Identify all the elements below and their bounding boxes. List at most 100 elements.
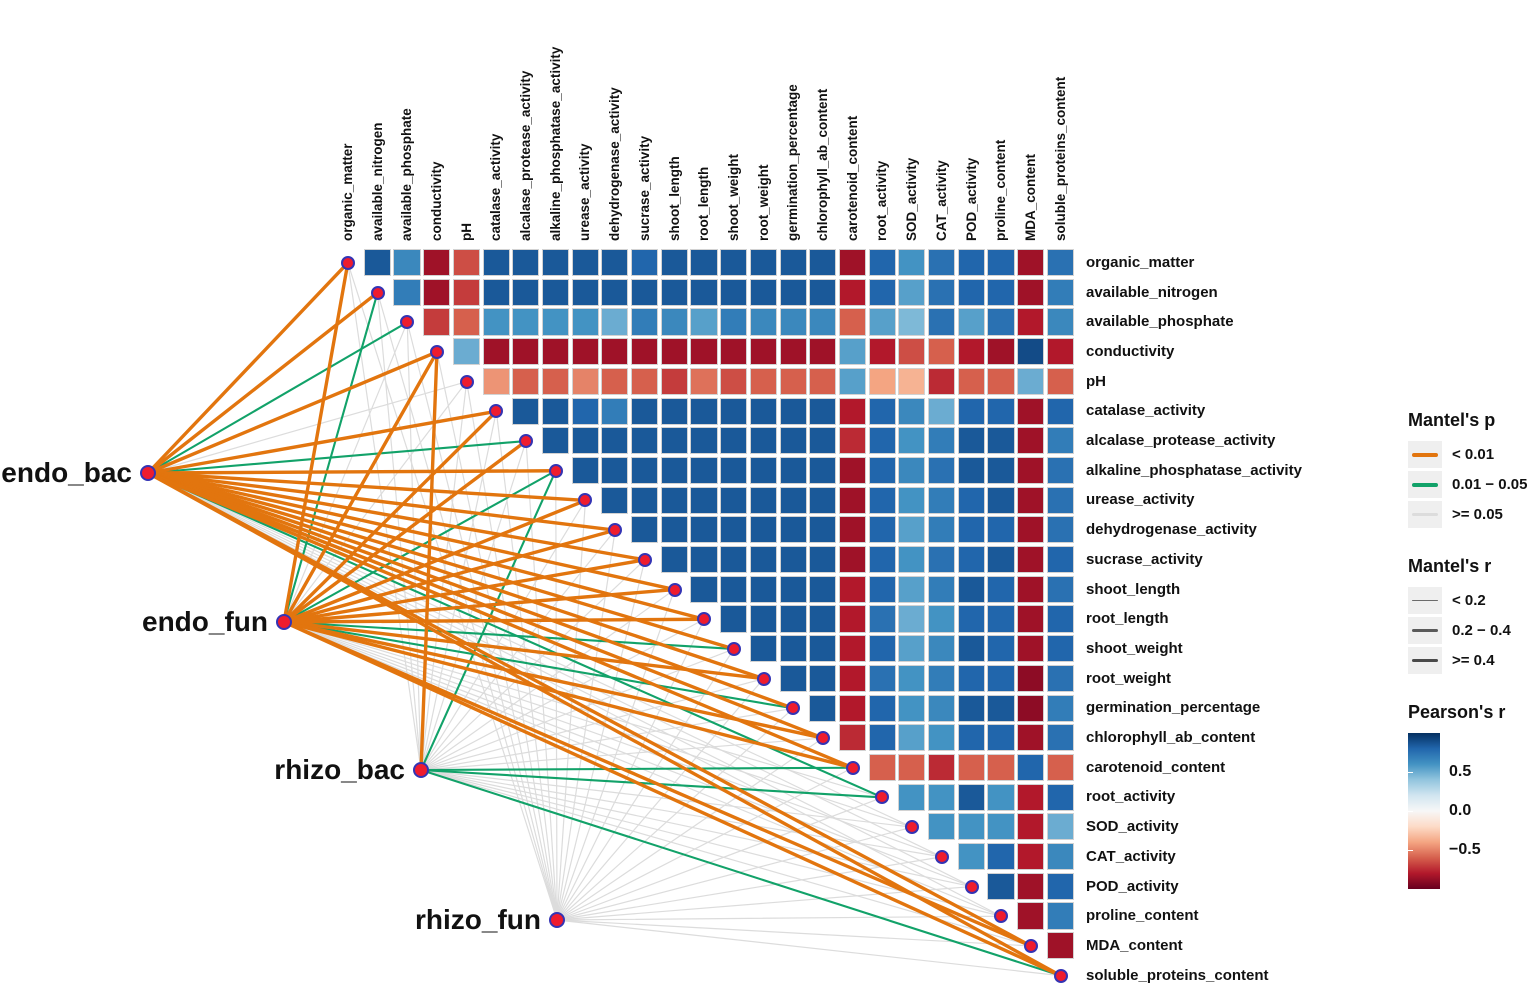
diagonal-node-dot: [1053, 968, 1068, 983]
heatmap-cell: [957, 278, 985, 306]
heatmap-cell: [779, 338, 807, 366]
legend-item-r-lt-02: < 0.2: [1408, 587, 1535, 614]
heatmap-cell: [1017, 575, 1045, 603]
column-label-text: dehydrogenase_activity: [607, 87, 623, 241]
heatmap-cell: [987, 278, 1015, 306]
heatmap-cell: [898, 427, 926, 455]
heatmap-cell: [779, 605, 807, 633]
heatmap-cell: [1046, 516, 1074, 544]
heatmap-cell: [571, 278, 599, 306]
heatmap-cell: [601, 486, 629, 514]
heatmap-cell: [1017, 278, 1045, 306]
heatmap-cell: [987, 843, 1015, 871]
heatmap-cell: [868, 397, 896, 425]
row-label: root_length: [1086, 610, 1169, 628]
column-label-text: CAT_activity: [933, 160, 949, 241]
heatmap-cell: [423, 278, 451, 306]
heatmap-cell: [720, 249, 748, 277]
heatmap-cell: [631, 456, 659, 485]
heatmap-cell: [601, 397, 629, 425]
mantel-link-line: [555, 470, 558, 921]
heatmap-cell: [1046, 486, 1074, 514]
mantel-link-line: [282, 528, 617, 624]
row-label: chlorophyll_ab_content: [1086, 729, 1256, 747]
column-label-text: urease_activity: [577, 143, 593, 241]
heatmap-cell: [1046, 367, 1074, 395]
heatmap-cell: [482, 249, 510, 277]
heatmap-cell: [720, 308, 748, 336]
column-label-text: pH: [458, 223, 474, 241]
heatmap-cell: [720, 486, 748, 514]
heatmap-cell: [928, 635, 956, 663]
heatmap-cell: [541, 397, 570, 425]
legend-item-r-02-04: 0.2 − 0.4: [1408, 617, 1535, 644]
heatmap-cell: [987, 456, 1015, 485]
diagonal-node-dot: [578, 493, 593, 508]
heatmap-cell: [809, 664, 837, 692]
row-label: proline_content: [1086, 907, 1199, 925]
heatmap-cell: [928, 367, 956, 395]
heatmap-cell: [957, 397, 985, 425]
heatmap-cell: [838, 367, 867, 395]
heatmap-cell: [868, 635, 896, 663]
heatmap-cell: [809, 338, 837, 366]
heatmap-cell: [838, 546, 867, 574]
heatmap-cell: [720, 516, 748, 544]
heatmap-cell: [987, 872, 1015, 900]
heatmap-cell: [1046, 932, 1074, 960]
heatmap-cell: [631, 249, 659, 277]
column-label-text: root_activity: [874, 160, 890, 241]
mantel-link-line: [419, 350, 439, 772]
mantel-link-line: [556, 826, 913, 921]
heatmap-cell: [898, 456, 926, 485]
legend-item-p-ge-005: >= 0.05: [1408, 501, 1535, 528]
heatmap-cell: [631, 516, 659, 544]
heatmap-cell: [690, 249, 718, 277]
heatmap-cell: [1017, 605, 1045, 633]
diagonal-node-dot: [637, 552, 652, 567]
heatmap-cell: [809, 546, 837, 574]
legend-mantel-r: Mantel's r < 0.2 0.2 − 0.4 >= 0.4: [1408, 556, 1535, 674]
diagonal-node-dot: [726, 641, 741, 656]
mantel-link-line: [420, 769, 943, 858]
mantel-link-line: [282, 620, 1033, 948]
medium-line-swatch: [1408, 617, 1442, 644]
heatmap-cell: [749, 486, 777, 514]
heatmap-cell: [631, 308, 659, 336]
heatmap-cell: [660, 486, 688, 514]
heatmap-cell: [898, 516, 926, 544]
heatmap-cell: [571, 367, 599, 395]
column-label-text: soluble_proteins_content: [1052, 76, 1068, 241]
heatmap-cell: [571, 249, 599, 277]
heatmap-cell: [987, 694, 1015, 722]
legend-label: < 0.2: [1452, 592, 1486, 609]
heatmap-cell: [838, 605, 867, 633]
heatmap-cell: [1017, 783, 1045, 811]
heatmap-cell: [1046, 872, 1074, 900]
heatmap-cell: [512, 249, 540, 277]
legend-label: 0.01 − 0.05: [1452, 476, 1528, 493]
heatmap-cell: [749, 575, 777, 603]
heatmap-cell: [749, 278, 777, 306]
heatmap-cell: [393, 278, 421, 306]
heatmap-cell: [1017, 516, 1045, 544]
mantel-link-line: [556, 796, 884, 921]
heatmap-cell: [898, 605, 926, 633]
heatmap-cell: [660, 456, 688, 485]
heatmap-cell: [898, 278, 926, 306]
heatmap-cell: [749, 516, 777, 544]
heatmap-cell: [868, 694, 896, 722]
heatmap-cell: [928, 456, 956, 485]
heatmap-cell: [749, 308, 777, 336]
column-label-text: shoot_weight: [725, 154, 741, 241]
heatmap-cell: [809, 427, 837, 455]
heatmap-cell: [482, 367, 510, 395]
heatmap-cell: [838, 516, 867, 544]
heatmap-cell: [1046, 783, 1074, 811]
heatmap-cell: [928, 605, 956, 633]
heatmap-cell: [987, 783, 1015, 811]
heatmap-cell: [749, 635, 777, 663]
mantel-link-line: [146, 321, 409, 475]
heatmap-cell: [749, 456, 777, 485]
diagonal-node-dot: [934, 849, 949, 864]
